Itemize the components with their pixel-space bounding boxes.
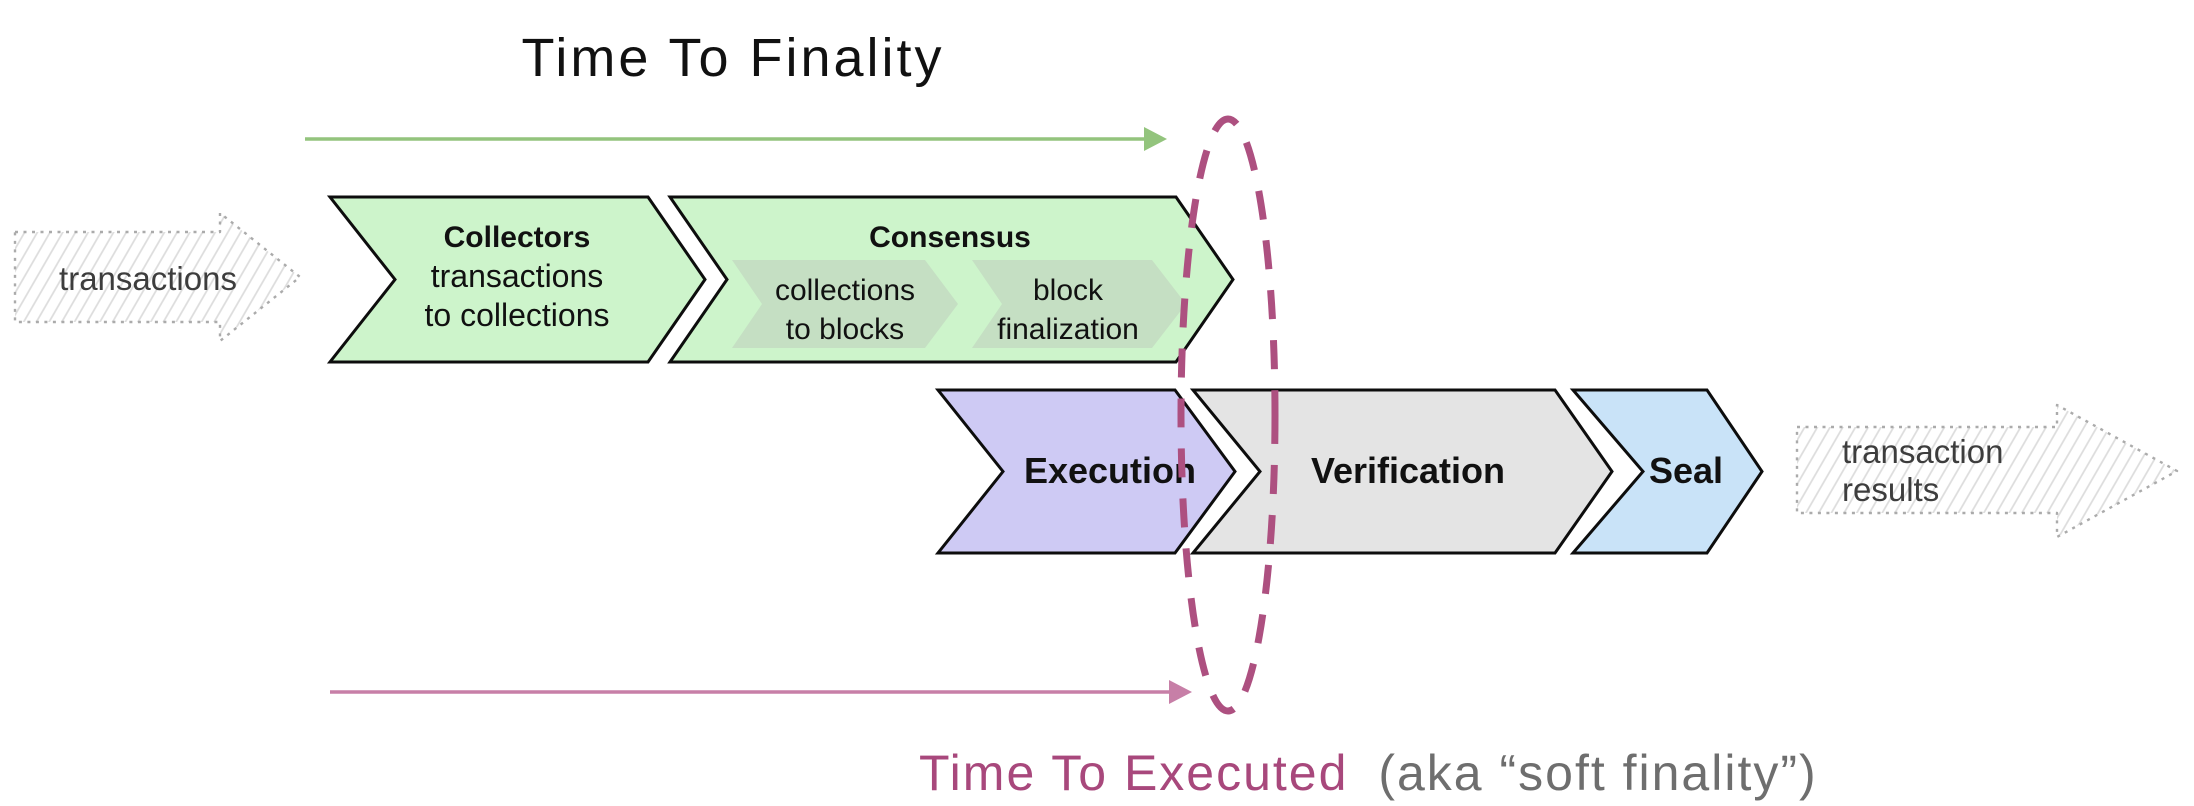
execution-chevron-shape [934, 388, 1237, 555]
block-finalization-subchevron [972, 260, 1186, 348]
verification-chevron: Verification [1189, 388, 1614, 555]
verification-chevron-shape [1189, 388, 1614, 555]
transactions-input-label: transactions [59, 260, 237, 297]
consensus-title: Consensus [869, 221, 1031, 254]
block-finalization-line1: block [1033, 274, 1104, 307]
transaction-results-arrow-shape [1795, 403, 2179, 539]
seal-chevron-shape [1569, 388, 1764, 555]
verification-title: Verification [1311, 450, 1505, 491]
execution-title: Execution [1024, 450, 1196, 491]
collectors-chevron: Collectors transactions to collections [326, 195, 707, 364]
executed-arrowhead-icon [1169, 680, 1192, 704]
collectors-subtitle-line2: to collections [425, 297, 610, 333]
transaction-results-label-line1: transaction [1842, 433, 2003, 470]
collections-to-blocks-subchevron [732, 260, 958, 348]
transactions-input-arrow-shape [13, 211, 302, 343]
finality-arrowhead-icon [1144, 127, 1167, 151]
time-to-executed-subtitle: (aka “soft finality”) [1378, 745, 1817, 801]
seal-title: Seal [1649, 450, 1723, 491]
finality-boundary-ellipse [1177, 115, 1279, 715]
transaction-results-label-line2: results [1842, 471, 1939, 508]
block-finalization-line2: finalization [997, 313, 1139, 346]
time-to-finality-title: Time To Finality [521, 28, 944, 88]
time-to-executed-main: Time To Executed [919, 745, 1348, 801]
time-to-executed-title: Time To Executed (aka “soft finality”) [919, 745, 1818, 801]
collectors-chevron-shape [326, 195, 707, 364]
collections-to-blocks-line1: collections [775, 274, 915, 307]
collectors-subtitle-line1: transactions [431, 258, 604, 294]
seal-chevron: Seal [1569, 388, 1764, 555]
collections-to-blocks-line2: to blocks [786, 313, 904, 346]
transactions-input-arrow: transactions [13, 211, 302, 343]
consensus-chevron: Consensus collections to blocks block fi… [667, 195, 1235, 364]
execution-chevron: Execution [934, 388, 1237, 555]
collectors-title: Collectors [444, 221, 591, 254]
transaction-results-output-arrow: transaction results [1795, 403, 2179, 539]
